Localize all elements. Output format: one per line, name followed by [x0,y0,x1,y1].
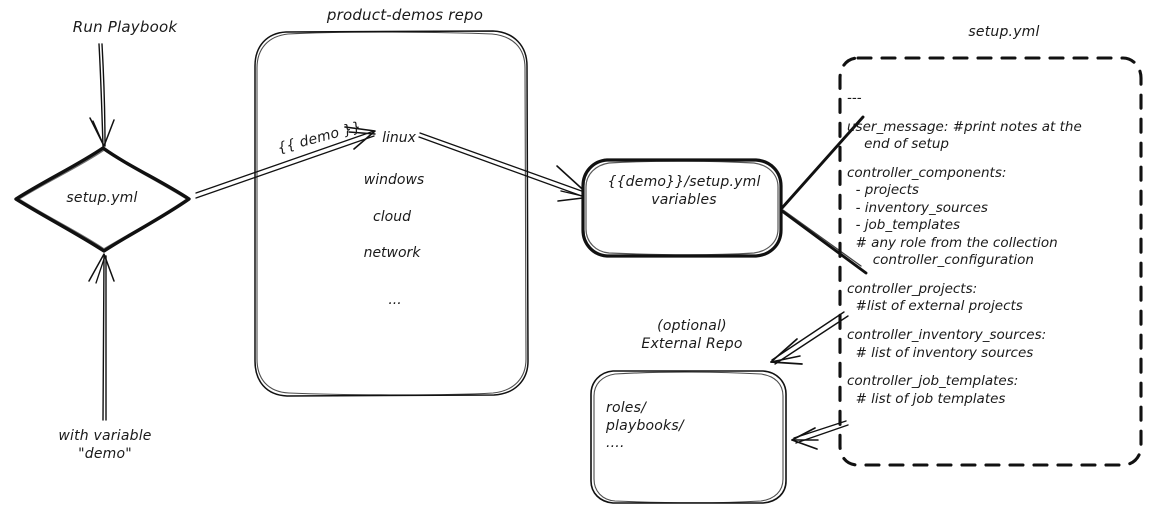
demo-setup-variables-box [581,158,783,258]
product-demos-repo-box [254,30,529,397]
demo-setup-variables-line1: {{demo}}/setup.yml [607,174,761,190]
run-playbook-label: Run Playbook [72,18,178,36]
setup-yml-block-5: controller_job_templates: # list of job … [847,373,1137,408]
repo-item-network[interactable]: network [363,245,421,261]
setup-yml-line: controller_job_templates: [847,373,1019,390]
repo-item-linux[interactable]: linux [382,130,416,146]
controller-job-templates-to-external-repo-arrow [791,420,849,450]
setup-yml-content: --- user_message: #print notes at the end… [847,90,1137,419]
linux-to-variables-arrow [418,132,592,202]
external-repo-box [590,370,787,504]
setup-yml-diamond-label: setup.yml [66,190,138,206]
setup-yml-block-0: --- [847,90,1137,108]
setup-yml-line: #list of external projects [847,298,1023,315]
demo-variable-arrow [195,126,376,199]
setup-yml-line: controller_components: [847,164,1007,181]
setup-yml-block-1: user_message: #print notes at the end of… [847,119,1137,154]
setup-yml-line: --- [847,90,862,106]
setup-yml-line: - job_templates [847,217,961,234]
setup-yml-line: controller_inventory_sources: [847,327,1047,344]
variables-to-setupyml-connector [780,115,868,275]
external-repo-title: (optional)External Repo [641,318,742,353]
with-variable-arrow [88,253,115,421]
setup-yml-line: # list of job templates [847,390,1006,407]
run-playbook-arrow [89,43,115,147]
product-demos-repo-title: product-demos repo [326,6,484,24]
setup-yml-line: user_message: #print notes at the [847,118,1082,135]
setup-yml-line: - inventory_sources [847,199,988,216]
setup-yml-line: controller_configuration [847,252,1034,269]
setup-yml-block-2: controller_components: - projects - inve… [847,165,1137,270]
setup-yml-diamond-shape [14,146,191,253]
setup-yml-line: - projects [847,182,919,199]
repo-item-windows[interactable]: windows [363,172,425,188]
external-repo-title-line2: External Repo [641,335,743,352]
setup-yml-line: # list of inventory sources [847,344,1034,361]
setup-yml-box-title: setup.yml [968,24,1040,40]
setup-yml-line: controller_projects: [847,280,978,297]
controller-projects-to-external-repo-arrow [770,311,849,365]
setup-yml-block-3: controller_projects: #list of external p… [847,281,1137,316]
demo-setup-variables-line2: variables [651,191,717,208]
setup-yml-block-4: controller_inventory_sources: # list of … [847,327,1137,362]
setup-yml-line: # any role from the collection [847,234,1058,251]
external-repo-title-line1: (optional) [657,318,727,334]
repo-item-cloud[interactable]: cloud [373,209,411,225]
repo-item-[interactable]: ... [388,292,402,308]
external-repo-body: roles/ playbooks/ .... [606,400,684,451]
setup-yml-line: end of setup [847,136,949,153]
with-variable-label: with variable "demo" [58,428,152,462]
